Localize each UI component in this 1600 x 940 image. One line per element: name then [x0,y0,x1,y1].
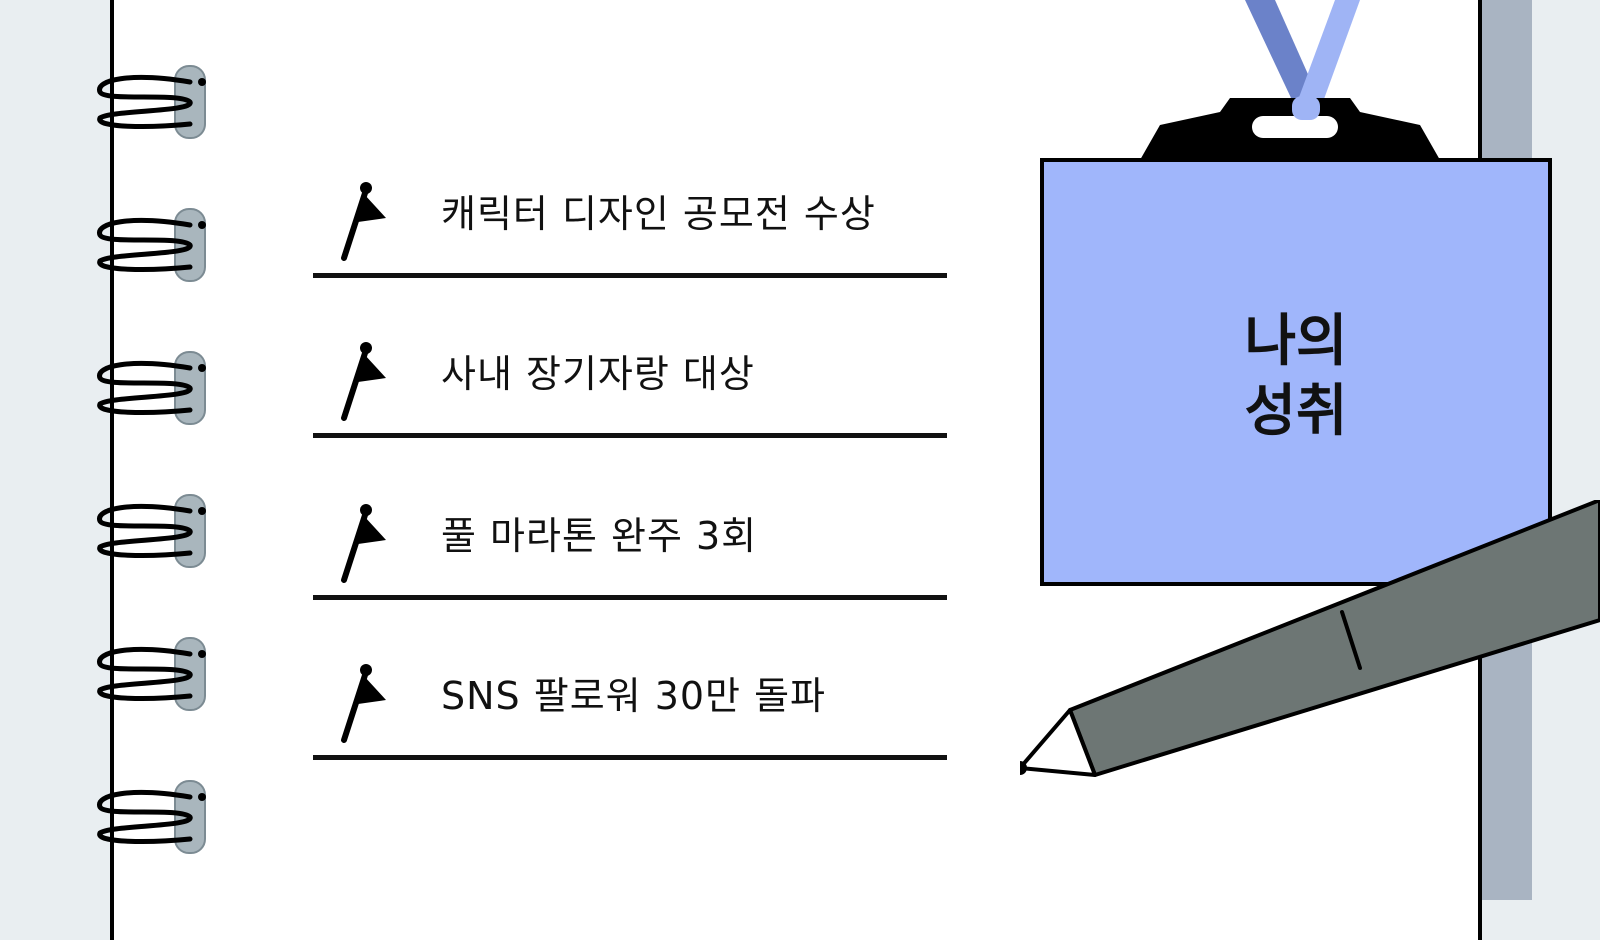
achievement-label: 풀 마라톤 완주 3회 [441,514,758,558]
divider [313,755,947,760]
achievement-label: 사내 장기자랑 대상 [441,352,755,396]
badge-card: 나의 성취 [1040,158,1552,586]
id-badge: 나의 성취 [1030,0,1570,600]
flag-icon [341,504,386,583]
lanyard-icon [1140,0,1440,160]
spiral-ring-icon [90,205,220,285]
spiral-ring-icon [90,777,220,857]
flag-icon [341,182,386,261]
spiral-ring-icon [90,62,220,142]
flag-icon [341,664,386,743]
spiral-ring-icon [90,491,220,571]
badge-title: 나의 성취 [1044,307,1548,447]
flag-icon [341,342,386,421]
divider [313,595,947,600]
badge-title-line2: 성취 [1244,379,1348,444]
spiral-ring-icon [90,634,220,714]
spiral-ring-icon [90,348,220,428]
pen-icon [1020,500,1600,777]
list-item: 사내 장기자랑 대상 [313,328,947,438]
divider [313,273,947,278]
achievement-label: 캐릭터 디자인 공모전 수상 [441,192,876,236]
divider [313,433,947,438]
achievement-label: SNS 팔로워 30만 돌파 [441,674,827,718]
badge-title-line1: 나의 [1244,309,1348,374]
list-item: SNS 팔로워 30만 돌파 [313,650,947,760]
list-item: 풀 마라톤 완주 3회 [313,490,947,600]
list-item: 캐릭터 디자인 공모전 수상 [313,168,947,278]
